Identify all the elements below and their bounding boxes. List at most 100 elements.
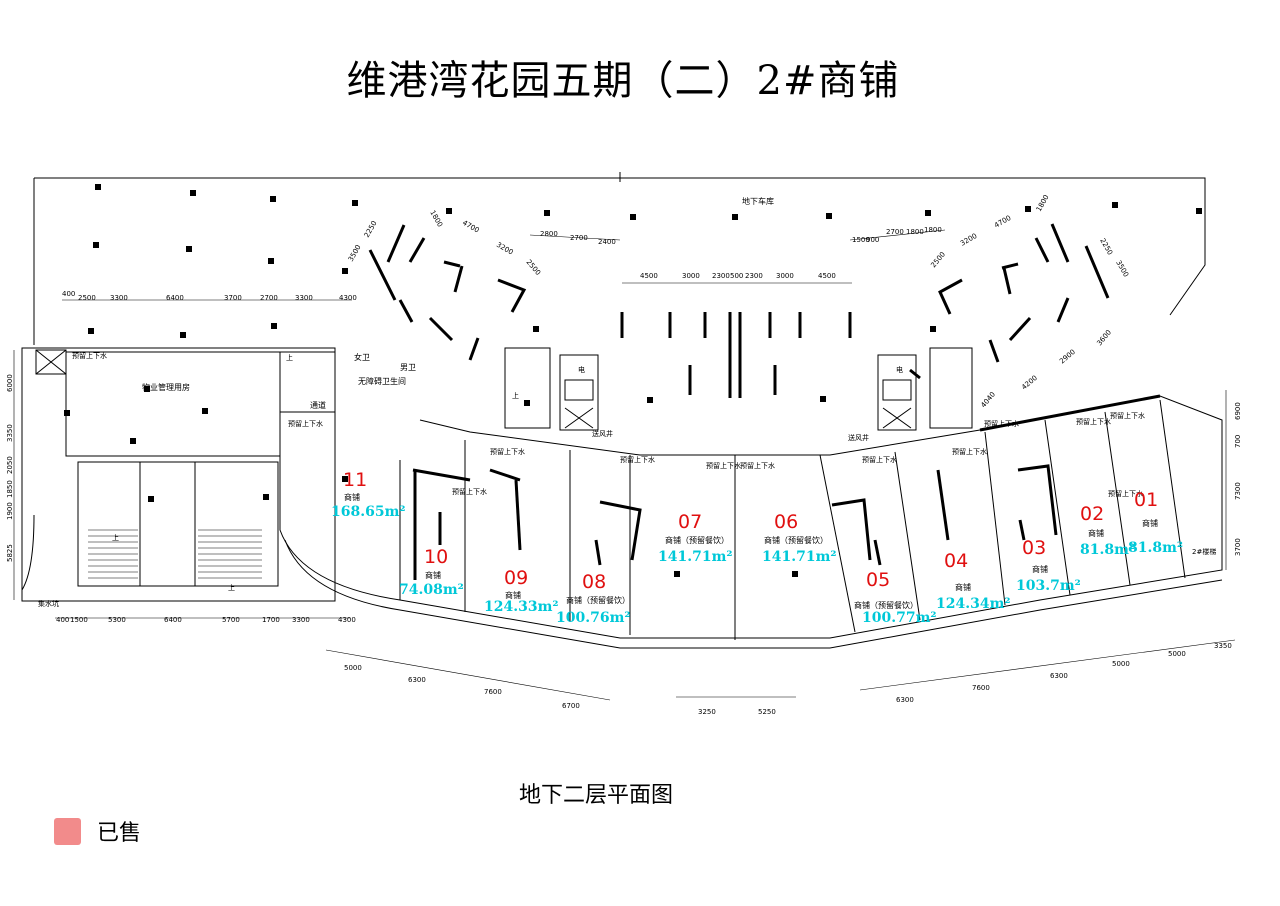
svg-text:商铺（预留餐饮）: 商铺（预留餐饮） xyxy=(854,600,918,610)
svg-text:商铺: 商铺 xyxy=(344,492,360,502)
svg-text:1800: 1800 xyxy=(924,226,942,234)
label-property-office: 物业管理用房 xyxy=(142,382,190,392)
svg-text:预留上下水: 预留上下水 xyxy=(1076,417,1111,426)
garage-columns xyxy=(64,184,1202,577)
svg-text:预留上下水: 预留上下水 xyxy=(706,461,741,470)
svg-text:4300: 4300 xyxy=(339,294,357,302)
svg-text:3700: 3700 xyxy=(224,294,242,302)
svg-text:07: 07 xyxy=(678,511,702,533)
svg-text:5000: 5000 xyxy=(344,664,362,672)
svg-text:4300: 4300 xyxy=(338,616,356,624)
svg-text:预留上下水: 预留上下水 xyxy=(620,455,655,464)
svg-text:预留上下水: 预留上下水 xyxy=(862,455,897,464)
svg-text:6300: 6300 xyxy=(1050,672,1068,680)
svg-text:81.8m²: 81.8m² xyxy=(1128,540,1183,556)
svg-text:01: 01 xyxy=(1134,489,1158,511)
svg-text:预留上下水: 预留上下水 xyxy=(740,461,775,470)
svg-text:预留上下水: 预留上下水 xyxy=(984,419,1019,428)
svg-text:2500: 2500 xyxy=(524,258,542,277)
svg-text:预留上下水: 预留上下水 xyxy=(288,419,323,428)
svg-text:141.71m²: 141.71m² xyxy=(762,549,837,565)
svg-text:送风井: 送风井 xyxy=(848,433,869,442)
svg-text:2300: 2300 xyxy=(712,272,730,280)
svg-text:10: 10 xyxy=(424,546,448,568)
svg-text:2300: 2300 xyxy=(745,272,763,280)
svg-text:上: 上 xyxy=(112,533,119,542)
page-title: 维港湾花园五期（二）2#商铺 xyxy=(346,58,900,104)
svg-text:2500: 2500 xyxy=(78,294,96,302)
svg-text:5700: 5700 xyxy=(222,616,240,624)
svg-text:3350: 3350 xyxy=(1214,642,1232,650)
svg-text:5000: 5000 xyxy=(1168,650,1186,658)
svg-text:3250: 3250 xyxy=(698,708,716,716)
svg-text:4500: 4500 xyxy=(640,272,658,280)
svg-text:3350: 3350 xyxy=(6,424,14,442)
svg-text:2800: 2800 xyxy=(540,230,558,238)
svg-text:3300: 3300 xyxy=(295,294,313,302)
site-outline xyxy=(33,172,1206,345)
legend-sold-label: 已售 xyxy=(97,821,142,846)
svg-text:预留上下水: 预留上下水 xyxy=(1110,411,1145,420)
svg-text:2250: 2250 xyxy=(363,220,379,239)
svg-text:4700: 4700 xyxy=(993,214,1012,230)
svg-text:预留上下水: 预留上下水 xyxy=(490,447,525,456)
svg-text:上: 上 xyxy=(286,353,293,362)
garage-walls xyxy=(368,223,1110,398)
unit-06: 06 商铺（预留餐饮） 141.71m² xyxy=(762,511,837,565)
svg-text:168.65m²: 168.65m² xyxy=(331,504,406,520)
label-accessible-wc: 无障碍卫生间 xyxy=(358,376,406,386)
svg-text:3500: 3500 xyxy=(1114,259,1130,278)
svg-text:6400: 6400 xyxy=(166,294,184,302)
svg-text:7300: 7300 xyxy=(1234,482,1242,500)
label-stair-2: 2#楼梯 xyxy=(1192,547,1216,556)
svg-text:6700: 6700 xyxy=(562,702,580,710)
svg-text:2250: 2250 xyxy=(1098,237,1114,256)
svg-text:商铺（预留餐饮）: 商铺（预留餐饮） xyxy=(764,535,828,545)
svg-text:预留上下水: 预留上下水 xyxy=(452,487,487,496)
legend: 已售 xyxy=(54,815,141,847)
svg-text:2700: 2700 xyxy=(886,228,904,236)
unit-07: 07 商铺（预留餐饮） 141.71m² xyxy=(658,511,733,565)
svg-text:商铺: 商铺 xyxy=(505,590,521,600)
stair-hatch-left xyxy=(88,529,262,579)
svg-text:预留上下水: 预留上下水 xyxy=(72,351,107,360)
svg-text:3300: 3300 xyxy=(110,294,128,302)
svg-text:6300: 6300 xyxy=(408,676,426,684)
svg-text:3200: 3200 xyxy=(495,241,514,257)
room-labels: 地下车库 物业管理用房 女卫 男卫 无障碍卫生间 通道 2#楼梯 送风井 送风井… xyxy=(38,196,1216,608)
svg-text:74.08m²: 74.08m² xyxy=(399,582,464,598)
svg-text:5000: 5000 xyxy=(1112,660,1130,668)
svg-text:集水坑: 集水坑 xyxy=(38,599,59,608)
svg-text:81.8m²: 81.8m² xyxy=(1080,542,1135,558)
svg-text:商铺: 商铺 xyxy=(1142,518,1158,528)
svg-text:4200: 4200 xyxy=(1020,374,1039,392)
svg-text:2700: 2700 xyxy=(260,294,278,302)
left-office-block xyxy=(21,347,336,602)
svg-text:5250: 5250 xyxy=(758,708,776,716)
svg-text:09: 09 xyxy=(504,567,528,589)
svg-text:02: 02 xyxy=(1080,503,1104,525)
svg-text:2900: 2900 xyxy=(1058,348,1077,366)
svg-text:141.71m²: 141.71m² xyxy=(658,549,733,565)
svg-text:400: 400 xyxy=(56,616,69,624)
svg-text:05: 05 xyxy=(866,569,890,591)
label-female-wc: 女卫 xyxy=(354,352,370,362)
svg-text:4040: 4040 xyxy=(979,390,997,409)
svg-text:100.76m²: 100.76m² xyxy=(556,610,631,626)
unit-03: 03 商铺 103.7m² xyxy=(1016,537,1081,594)
svg-text:6000: 6000 xyxy=(6,374,14,392)
svg-text:04: 04 xyxy=(944,550,968,572)
svg-text:3000: 3000 xyxy=(776,272,794,280)
svg-text:2500: 2500 xyxy=(929,250,947,269)
svg-text:4700: 4700 xyxy=(461,219,480,235)
svg-text:1700: 1700 xyxy=(262,616,280,624)
svg-text:3000: 3000 xyxy=(682,272,700,280)
svg-text:6300: 6300 xyxy=(896,696,914,704)
svg-text:商铺: 商铺 xyxy=(955,582,971,592)
svg-text:08: 08 xyxy=(582,571,606,593)
svg-text:商铺: 商铺 xyxy=(1088,528,1104,538)
svg-text:上: 上 xyxy=(512,391,519,400)
svg-text:6400: 6400 xyxy=(164,616,182,624)
svg-text:电: 电 xyxy=(896,365,903,374)
